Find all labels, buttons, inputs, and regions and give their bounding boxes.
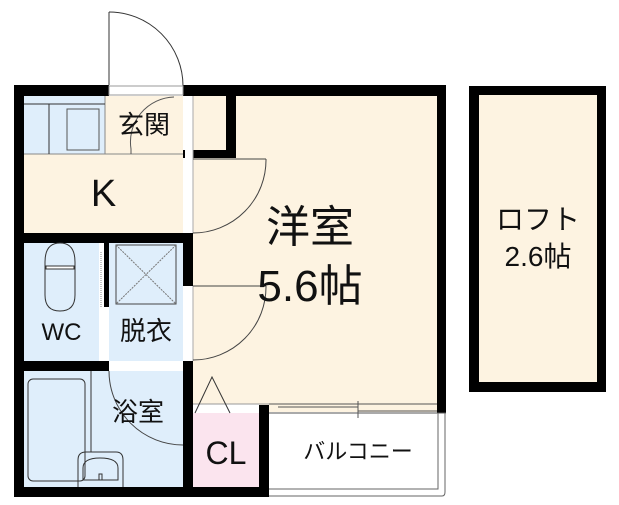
wall-closet-right xyxy=(259,405,269,497)
wall-bath-top xyxy=(14,361,109,371)
balcony-label: バルコニー xyxy=(303,439,413,464)
balcony-window-icon xyxy=(269,401,446,418)
bathtub-icon xyxy=(27,371,92,482)
entrance-label: 玄関 xyxy=(117,110,170,140)
wall-outer-bottom xyxy=(14,487,269,497)
dressing-room-label: 脱衣 xyxy=(119,316,172,346)
western-room-label-name: 洋室 xyxy=(266,203,354,252)
wall-outer-right xyxy=(437,85,446,413)
western-room-label-size: 5.6帖 xyxy=(257,262,363,311)
loft-label-size: 2.6帖 xyxy=(504,241,572,272)
entrance-floor xyxy=(105,96,183,154)
washing-machine-pan-icon xyxy=(115,244,177,305)
wall-partition-lower xyxy=(183,361,193,411)
toilet-icon xyxy=(44,242,76,312)
balcony-outline xyxy=(269,413,446,497)
bathroom-floor xyxy=(24,371,183,487)
wall-partition-upper xyxy=(183,233,193,286)
wall-loft-right xyxy=(597,86,606,392)
wall-kitchen-bottom xyxy=(14,233,193,243)
wall-top-right xyxy=(183,85,446,96)
bathroom-door-icon xyxy=(108,370,184,446)
wash-basin-icon xyxy=(77,451,124,487)
toilet-label: WC xyxy=(41,319,82,346)
kitchen-counter-area xyxy=(24,96,105,154)
wall-top-left xyxy=(14,85,109,96)
toilet-floor xyxy=(24,243,99,361)
closet-floor xyxy=(193,413,259,489)
bathroom-label: 浴室 xyxy=(111,397,164,427)
wall-wc-divider xyxy=(104,243,109,307)
closet-label: CL xyxy=(205,435,247,471)
loft-floor xyxy=(479,95,597,382)
dressing-room-floor xyxy=(109,243,183,361)
loft-label-name: ロフト xyxy=(495,204,580,235)
wall-loft-top xyxy=(469,86,606,95)
kitchen-label: K xyxy=(90,173,117,215)
kitchen-floor xyxy=(24,154,183,233)
wall-loft-left xyxy=(469,86,479,392)
wall-closet-left xyxy=(183,411,193,497)
wall-loft-bottom xyxy=(469,382,606,392)
wall-shoe-storage-right xyxy=(226,85,236,157)
closet-door-marker-icon xyxy=(194,375,231,414)
wall-outer-left xyxy=(14,85,24,497)
kitchen-sink-icon xyxy=(24,103,105,154)
room-door-lower-icon xyxy=(192,285,267,361)
entrance-door-icon xyxy=(108,11,184,96)
wall-shoe-storage-bottom xyxy=(183,150,236,158)
room-door-upper-icon xyxy=(192,158,267,234)
